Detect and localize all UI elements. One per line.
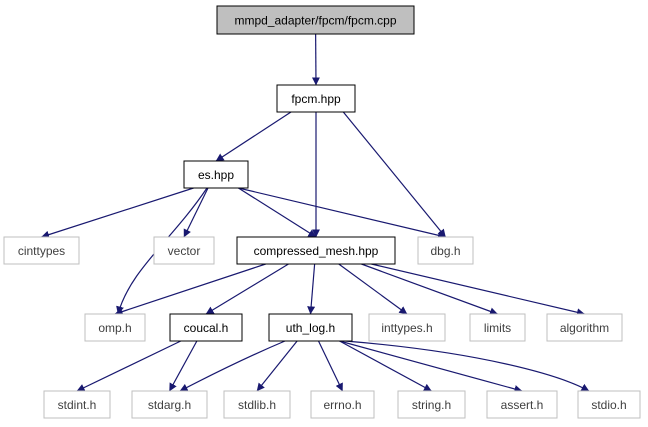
node-stdio-h: stdio.h	[577, 390, 641, 419]
node-label: stdio.h	[591, 398, 626, 412]
node-label: stdint.h	[58, 398, 97, 412]
node-limits: limits	[469, 313, 526, 342]
node-compressed-mesh-hpp[interactable]: compressed_mesh.hpp	[236, 236, 396, 265]
node-algorithm: algorithm	[546, 313, 623, 342]
node-box	[417, 236, 474, 265]
node-box	[216, 5, 415, 35]
node-box	[486, 390, 558, 419]
edge-es-hpp-to-compressed-mesh-hpp	[238, 187, 317, 238]
node-string-h: string.h	[397, 390, 466, 419]
edge-uth-log-h-to-stdarg-h	[179, 340, 286, 392]
node-label: stdarg.h	[148, 398, 191, 412]
edge-es-hpp-to-dbg-h	[238, 187, 446, 240]
node-box	[469, 313, 526, 342]
edge-uth-log-h-to-errno-h	[317, 340, 344, 392]
edge-fpcm-hpp-to-dbg-h	[342, 111, 446, 238]
node-box	[268, 313, 353, 342]
node-label: dbg.h	[430, 244, 460, 258]
node-label: limits	[484, 321, 511, 335]
edge-es-hpp-to-vector	[183, 187, 209, 238]
node-box	[546, 313, 623, 342]
node-omp-h: omp.h	[84, 313, 146, 342]
node-box	[310, 390, 375, 419]
edge-compressed-mesh-hpp-to-limits	[361, 263, 498, 316]
node-assert-h: assert.h	[486, 390, 558, 419]
node-label: inttypes.h	[381, 321, 432, 335]
node-box	[397, 390, 466, 419]
file-nodes: mmpd_adapter/fpcm/fpcm.cpp fpcm.hpp es.hpp…	[3, 5, 641, 419]
node-label: omp.h	[98, 321, 131, 335]
node-label: cinttypes	[18, 244, 65, 258]
node-inttypes-h: inttypes.h	[368, 313, 446, 342]
node-box	[43, 390, 111, 419]
edge-uth-log-h-to-assert-h	[339, 340, 523, 393]
node-box	[3, 236, 80, 265]
node-box	[577, 390, 641, 419]
node-cinttypes: cinttypes	[3, 236, 80, 265]
node-uth-log-h[interactable]: uth_log.h	[268, 313, 353, 342]
node-dbg-h: dbg.h	[417, 236, 474, 265]
node-fpcm-hpp[interactable]: fpcm.hpp	[276, 84, 356, 113]
edge-uth-log-h-to-stdlib-h	[256, 340, 298, 392]
edge-compressed-mesh-hpp-to-algorithm	[371, 263, 585, 317]
node-box	[368, 313, 446, 342]
edge-uth-log-h-to-string-h	[339, 340, 432, 392]
node-label: vector	[168, 244, 201, 258]
node-label: string.h	[412, 398, 451, 412]
node-stdlib-h: stdlib.h	[223, 390, 291, 419]
node-es-hpp[interactable]: es.hpp	[183, 160, 249, 189]
edge-coucal-h-to-stdint-h	[76, 340, 182, 392]
node-vector: vector	[153, 236, 215, 265]
edge-compressed-mesh-hpp-to-omp-h	[114, 263, 266, 316]
node-stdarg-h: stdarg.h	[131, 390, 208, 419]
node-box	[84, 313, 146, 342]
node-label: errno.h	[323, 398, 361, 412]
node-box	[153, 236, 215, 265]
node-box	[236, 236, 396, 265]
edge-coucal-h-to-stdarg-h	[168, 340, 198, 392]
node-box	[223, 390, 291, 419]
node-label: compressed_mesh.hpp	[254, 244, 379, 258]
node-label: coucal.h	[184, 321, 229, 335]
node-box	[169, 313, 243, 342]
node-fpcm-cpp[interactable]: mmpd_adapter/fpcm/fpcm.cpp	[216, 5, 415, 35]
edge-fpcm-hpp-to-es-hpp	[215, 111, 292, 162]
edge-compressed-mesh-hpp-to-inttypes-h	[338, 263, 408, 315]
node-label: assert.h	[501, 398, 544, 412]
node-box	[276, 84, 356, 113]
node-label: mmpd_adapter/fpcm/fpcm.cpp	[234, 14, 396, 28]
node-label: uth_log.h	[286, 321, 335, 335]
node-label: fpcm.hpp	[291, 92, 341, 106]
edge-uth-log-h-to-stdio-h	[344, 340, 590, 392]
node-label: algorithm	[560, 321, 609, 335]
node-box	[183, 160, 249, 189]
node-stdint-h: stdint.h	[43, 390, 111, 419]
edge-compressed-mesh-hpp-to-coucal-h	[205, 263, 289, 315]
edge-es-hpp-to-cinttypes	[41, 187, 194, 239]
node-label: es.hpp	[198, 168, 234, 182]
node-coucal-h[interactable]: coucal.h	[169, 313, 243, 342]
dependency-edges	[41, 33, 590, 393]
edge-compressed-mesh-hpp-to-uth-log-h	[307, 263, 316, 315]
node-label: stdlib.h	[238, 398, 276, 412]
node-box	[131, 390, 208, 419]
node-errno-h: errno.h	[310, 390, 375, 419]
